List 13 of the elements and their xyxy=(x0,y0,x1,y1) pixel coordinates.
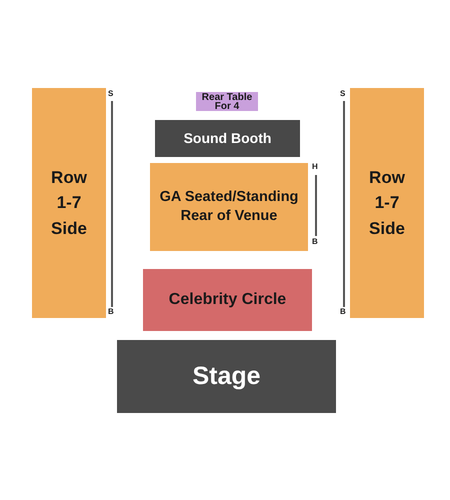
seating-section: Row 1-7 Side xyxy=(350,88,424,318)
row-letter: B xyxy=(312,238,318,246)
row-letter: S xyxy=(340,90,346,98)
seating-section: Row 1-7 Side xyxy=(32,88,106,318)
row-letter: S xyxy=(108,90,114,98)
seating-section: Celebrity Circle xyxy=(143,269,312,331)
table-section: Rear Table For 4 xyxy=(196,92,258,111)
row-letter: B xyxy=(340,308,346,316)
row-letter: B xyxy=(108,308,114,316)
seating-section: GA Seated/Standing Rear of Venue xyxy=(150,163,308,251)
row-letter: H xyxy=(312,163,318,171)
stage-area: Stage xyxy=(117,340,336,413)
sound-booth-area: Sound Booth xyxy=(155,120,300,157)
